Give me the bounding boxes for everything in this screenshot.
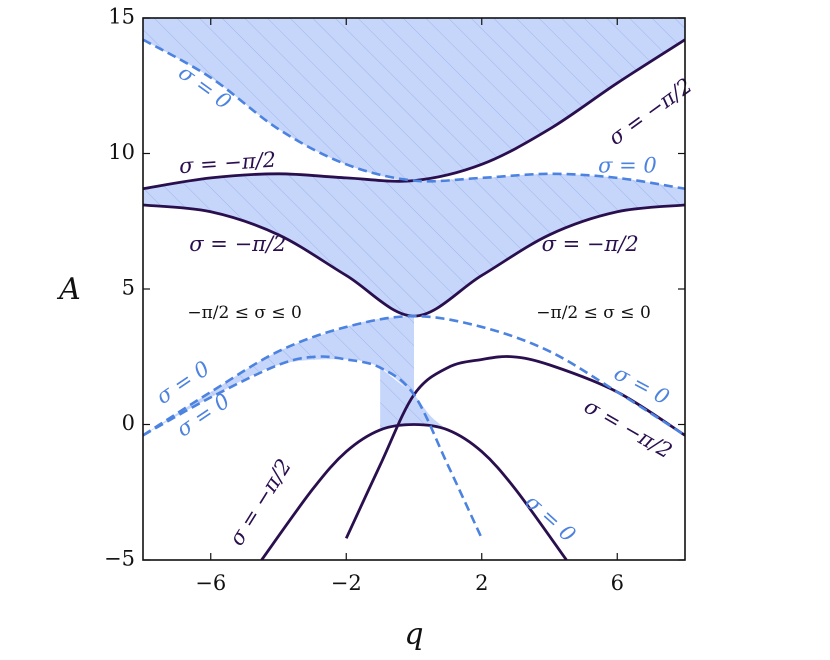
- y-tick-label: 10: [108, 140, 135, 164]
- y-tick-label: 0: [122, 411, 135, 435]
- curve-label: σ = 0: [610, 361, 673, 410]
- x-tick-label: 2: [475, 571, 488, 595]
- curve-label: σ = −π/2: [189, 232, 286, 256]
- y-tick-label: 5: [122, 276, 135, 300]
- y-tick-label: 15: [108, 5, 135, 29]
- solid-curve-4: [344, 355, 685, 539]
- shaded-regions: [143, 18, 685, 436]
- curve-label: σ = −π/2: [542, 232, 639, 256]
- curves: [143, 38, 685, 560]
- x-tick-label: −6: [195, 571, 226, 595]
- x-axis-title: q: [404, 617, 423, 652]
- curve-label: σ = 0: [598, 154, 657, 178]
- shaded-region-2: [143, 173, 685, 317]
- curve-label: σ = −π/2: [224, 455, 296, 550]
- curve-label: σ = −π/2: [604, 73, 697, 150]
- x-tick-label: 6: [611, 571, 624, 595]
- x-tick-label: −2: [331, 571, 362, 595]
- shaded-region-4: [380, 367, 448, 430]
- shaded-region-1: [143, 18, 685, 181]
- shaded-region-3: [143, 316, 414, 436]
- solid-curve-3: [260, 423, 568, 560]
- y-axis-title: A: [56, 272, 81, 307]
- region-label: −π/2 ≤ σ ≤ 0: [187, 303, 301, 323]
- y-tick-label: −5: [104, 547, 135, 571]
- dashed-curve-6: [143, 314, 685, 437]
- dashed-curve-5: [143, 38, 685, 191]
- region-label: −π/2 ≤ σ ≤ 0: [536, 303, 650, 323]
- axis-ticks: −6 −2 2 6 −5 0 5 10 15: [104, 5, 685, 595]
